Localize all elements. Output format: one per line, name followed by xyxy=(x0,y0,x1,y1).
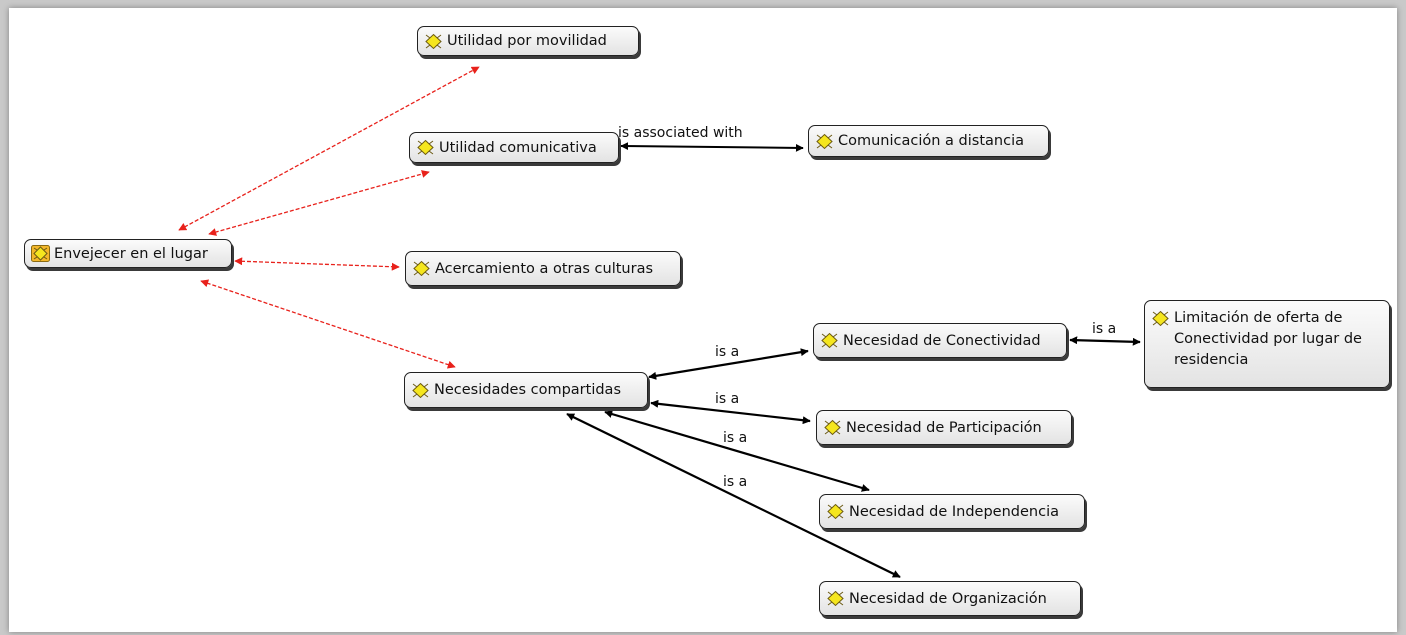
node-necesidad-de-participacion[interactable]: Necesidad de Participación xyxy=(816,410,1072,445)
node-label: Necesidad de Organización xyxy=(849,590,1047,607)
node-necesidades-compartidas[interactable]: Necesidades compartidas xyxy=(404,372,648,408)
node-label: Necesidad de Participación xyxy=(846,419,1042,436)
code-icon xyxy=(1151,310,1170,327)
node-necesidad-de-independencia[interactable]: Necesidad de Independencia xyxy=(819,494,1085,529)
node-acercamiento-a-otras-culturas[interactable]: Acercamiento a otras culturas xyxy=(405,251,681,286)
relation-envejecer-culturas[interactable] xyxy=(234,257,400,271)
code-icon xyxy=(424,33,443,50)
relation-conectividad-limitacion[interactable] xyxy=(1069,336,1141,346)
edge-label: is a xyxy=(723,474,747,490)
code-icon xyxy=(412,260,431,277)
code-icon xyxy=(826,503,845,520)
relation-compartidas-organizacion[interactable] xyxy=(566,413,901,578)
edge-label: is associated with xyxy=(618,125,743,141)
node-label: Comunicación a distancia xyxy=(838,133,1024,149)
node-limitacion-de-oferta[interactable]: Limitación de oferta de Conectividad por… xyxy=(1144,300,1390,388)
edge-label: is a xyxy=(1092,321,1116,337)
node-label: Necesidad de Independencia xyxy=(849,503,1059,520)
code-icon xyxy=(823,419,842,436)
node-label: Envejecer en el lugar xyxy=(54,245,208,262)
node-label: Limitación de oferta de Conectividad por… xyxy=(1174,310,1362,368)
node-utilidad-por-movilidad[interactable]: Utilidad por movilidad xyxy=(417,26,639,56)
code-icon xyxy=(820,332,839,349)
code-icon xyxy=(416,139,435,156)
node-necesidad-de-organizacion[interactable]: Necesidad de Organización xyxy=(819,581,1081,616)
code-icon xyxy=(826,590,845,607)
edge-label: is a xyxy=(715,344,739,360)
code-icon xyxy=(815,133,834,150)
code-icon xyxy=(411,382,430,399)
relations-layer: is associated with is a is a is a is a i… xyxy=(178,66,1141,578)
node-envejecer-en-el-lugar[interactable]: Envejecer en el lugar xyxy=(24,239,232,268)
node-label: Necesidad de Conectividad xyxy=(843,332,1041,349)
node-utilidad-comunicativa[interactable]: Utilidad comunicativa xyxy=(409,132,619,163)
relation-envejecer-comunicativa[interactable] xyxy=(208,170,430,236)
node-label: Acercamiento a otras culturas xyxy=(435,260,654,277)
relation-compartidas-conectividad[interactable] xyxy=(648,348,809,380)
node-label: Utilidad comunicativa xyxy=(439,139,597,156)
node-comunicacion-a-distancia[interactable]: Comunicación a distancia xyxy=(808,125,1049,157)
node-necesidad-de-conectividad[interactable]: Necesidad de Conectividad xyxy=(813,323,1067,358)
relation-comunicativa-distancia[interactable] xyxy=(620,142,804,152)
diagram-canvas: is associated with is a is a is a is a i… xyxy=(9,8,1397,632)
edge-label: is a xyxy=(715,391,739,407)
relation-envejecer-compartidas[interactable] xyxy=(200,279,456,369)
code-icon xyxy=(31,245,50,262)
node-label: Necesidades compartidas xyxy=(434,382,621,398)
node-label: Utilidad por movilidad xyxy=(447,33,607,49)
edge-label: is a xyxy=(723,430,747,446)
